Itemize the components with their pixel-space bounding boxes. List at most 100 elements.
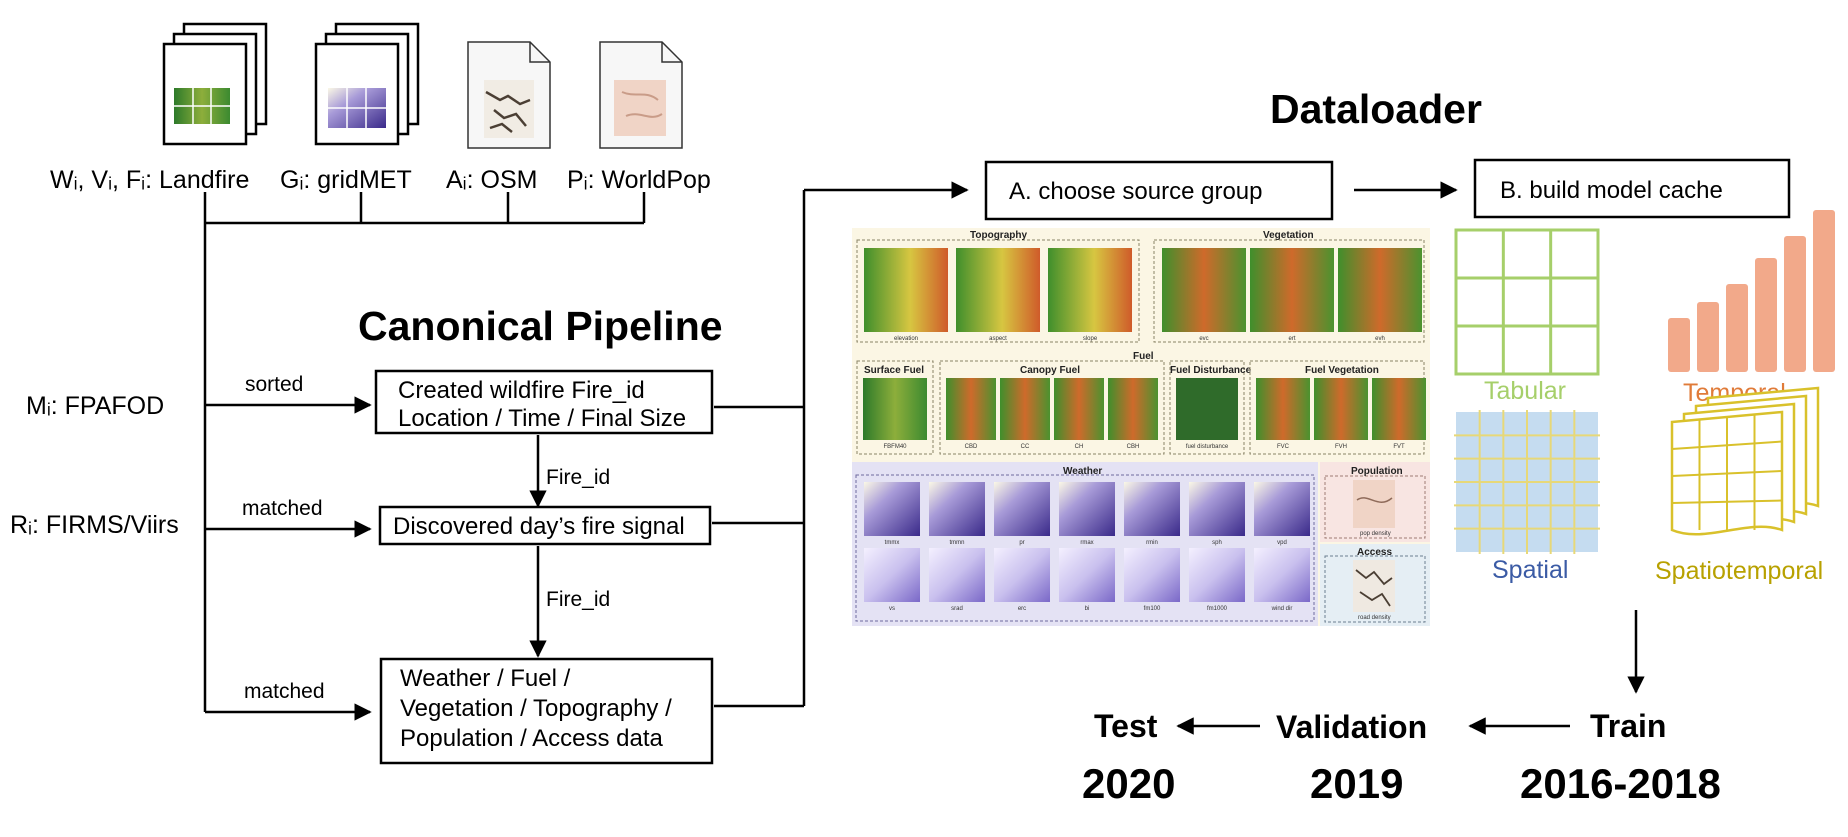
vegetation-thumb-1 <box>1250 248 1334 332</box>
weather-row1-thumb-4 <box>1124 482 1180 536</box>
weather-row2-thumb-label-6: wind dir <box>1271 606 1293 612</box>
weather-row2-thumb-4 <box>1124 548 1180 602</box>
box-environment-data-line1: Weather / Fuel / <box>400 665 571 692</box>
worldpop-doc-icon <box>599 41 683 149</box>
box-created-fire-id: Created wildfire Fire_id Location / Time… <box>374 369 714 435</box>
panel-fuel-title: Fuel <box>1133 351 1154 362</box>
spatiotemporal-stack-icon <box>1670 386 1820 536</box>
weather-row2-thumb-label-4: fm100 <box>1144 606 1161 612</box>
weather-row1-thumb-2 <box>994 482 1050 536</box>
weather-row1-thumb-1 <box>929 482 985 536</box>
weather-row2-thumb-label-5: fm1000 <box>1207 606 1228 612</box>
panel-canopy-fuel-title: Canopy Fuel <box>1020 365 1080 376</box>
vegetation-thumb-label-0: evc <box>1199 336 1208 342</box>
box-environment-data-line2: Vegetation / Topography / <box>400 695 672 722</box>
edge-label-matched-2: matched <box>244 680 325 703</box>
weather-row2-thumb-6 <box>1254 548 1310 602</box>
pipeline-title: Canonical Pipeline <box>358 303 723 349</box>
canopy-fuel-thumb-0 <box>946 378 996 440</box>
spatiotemporal-label: Spatiotemporal <box>1655 557 1823 585</box>
osm-doc-icon <box>467 41 551 149</box>
spatial-grid-icon <box>1454 410 1600 554</box>
fuel-vegetation-thumb-1 <box>1314 378 1368 440</box>
canopy-fuel-thumb-1 <box>1000 378 1050 440</box>
canopy-fuel-thumb-label-3: CBH <box>1127 444 1140 450</box>
canopy-fuel-thumb-3 <box>1108 378 1158 440</box>
topography-thumb-2 <box>1048 248 1132 332</box>
fuel-vegetation-thumb-label-1: FVH <box>1335 444 1347 450</box>
weather-row2-thumb-label-0: vs <box>889 606 895 612</box>
tabular-label: Tabular <box>1484 377 1566 405</box>
weather-row1-thumb-3 <box>1059 482 1115 536</box>
split-validation-years: 2019 <box>1310 760 1403 807</box>
temporal-bars-icon <box>1668 210 1835 372</box>
source-label-osm: Aᵢ: OSM <box>446 166 537 194</box>
weather-row1-thumb-label-3: rmax <box>1080 540 1093 546</box>
step-b-box: B. build model cache <box>1473 158 1791 219</box>
topography-thumb-label-1: aspect <box>989 336 1007 342</box>
panel-fuel-vegetation-title: Fuel Vegetation <box>1305 365 1379 376</box>
weather-row1-thumb-label-4: rmin <box>1146 540 1158 546</box>
source-label-landfire: Wᵢ, Vᵢ, Fᵢ: Landfire <box>50 166 249 194</box>
weather-row1-thumb-label-0: tmmx <box>885 540 900 546</box>
fuel-vegetation-thumb-2 <box>1372 378 1426 440</box>
weather-row2-thumb-label-3: bi <box>1085 606 1090 612</box>
weather-row1-thumb-label-6: vpd <box>1277 540 1287 546</box>
canopy-fuel-thumb-label-0: CBD <box>965 444 978 450</box>
population-thumb <box>1353 480 1395 528</box>
split-test-label: Test <box>1094 708 1158 744</box>
step-a-label: A. choose source group <box>1009 178 1263 205</box>
panel-weather-title: Weather <box>1063 466 1102 477</box>
weather-row2-thumb-3 <box>1059 548 1115 602</box>
source-collector-lines <box>203 192 646 712</box>
panel-population-title: Population <box>1351 466 1403 477</box>
step-b-label: B. build model cache <box>1500 177 1723 204</box>
topography-thumb-label-2: slope <box>1083 336 1098 342</box>
fuel-vegetation-thumb-0 <box>1256 378 1310 440</box>
access-item-label: road density <box>1358 615 1391 621</box>
split-validation-label: Validation <box>1276 709 1427 745</box>
input-label-fpafod: Mᵢ: FPAFOD <box>26 392 164 420</box>
vegetation-thumb-label-2: evh <box>1375 336 1385 342</box>
surface-fuel-thumb-0 <box>863 378 927 440</box>
canopy-fuel-thumb-2 <box>1054 378 1104 440</box>
source-label-gridmet: Gᵢ: gridMET <box>280 166 412 194</box>
source-label-worldpop: Pᵢ: WorldPop <box>567 166 711 194</box>
weather-row2-thumb-label-1: srad <box>951 606 963 612</box>
panel-topography-title: Topography <box>970 230 1027 241</box>
weather-row1-thumb-6 <box>1254 482 1310 536</box>
panel-vegetation-title: Vegetation <box>1263 230 1314 241</box>
box-created-fire-id-line1: Created wildfire Fire_id <box>398 377 645 404</box>
edge-label-sorted: sorted <box>245 373 303 396</box>
input-label-firms: Rᵢ: FIRMS/Viirs <box>10 511 179 539</box>
weather-row2-thumb-2 <box>994 548 1050 602</box>
merge-lines <box>712 181 969 708</box>
box-environment-data: Weather / Fuel / Vegetation / Topography… <box>379 657 714 765</box>
fuel-vegetation-thumb-label-0: FVC <box>1277 444 1290 450</box>
weather-row1-thumb-5 <box>1189 482 1245 536</box>
weather-row2-thumb-label-2: erc <box>1018 606 1026 612</box>
weather-row1-thumb-label-1: tmmn <box>950 540 965 546</box>
weather-row2-thumb-1 <box>929 548 985 602</box>
fuel-disturbance-thumb-label-0: fuel disturbance <box>1186 444 1229 450</box>
vegetation-thumb-0 <box>1162 248 1246 332</box>
box-discovered-signal-text: Discovered day’s fire signal <box>393 513 685 540</box>
edge-label-matched-1: matched <box>242 497 323 520</box>
canopy-fuel-thumb-label-2: CH <box>1075 444 1084 450</box>
box-created-fire-id-line2: Location / Time / Final Size <box>398 405 686 432</box>
weather-row2-thumb-5 <box>1189 548 1245 602</box>
step-a-box: A. choose source group <box>984 160 1334 221</box>
source-group-panel: Topography elevation aspect slope Vegetati… <box>852 228 1430 626</box>
tabular-grid-icon <box>1454 228 1600 376</box>
canopy-fuel-thumb-label-1: CC <box>1021 444 1030 450</box>
split-train-label: Train <box>1590 708 1666 744</box>
spatial-label: Spatial <box>1492 556 1568 584</box>
fuel-disturbance-thumb-0 <box>1176 378 1238 440</box>
vegetation-thumb-2 <box>1338 248 1422 332</box>
split-test-years: 2020 <box>1082 760 1175 807</box>
edge-label-fire-id-2: Fire_id <box>546 588 610 611</box>
panel-fuel-disturbance-title: Fuel Disturbance <box>1170 365 1252 376</box>
topography-thumb-label-0: elevation <box>894 336 918 342</box>
fuel-vegetation-thumb-label-2: FVT <box>1393 444 1405 450</box>
topography-thumb-0 <box>864 248 948 332</box>
